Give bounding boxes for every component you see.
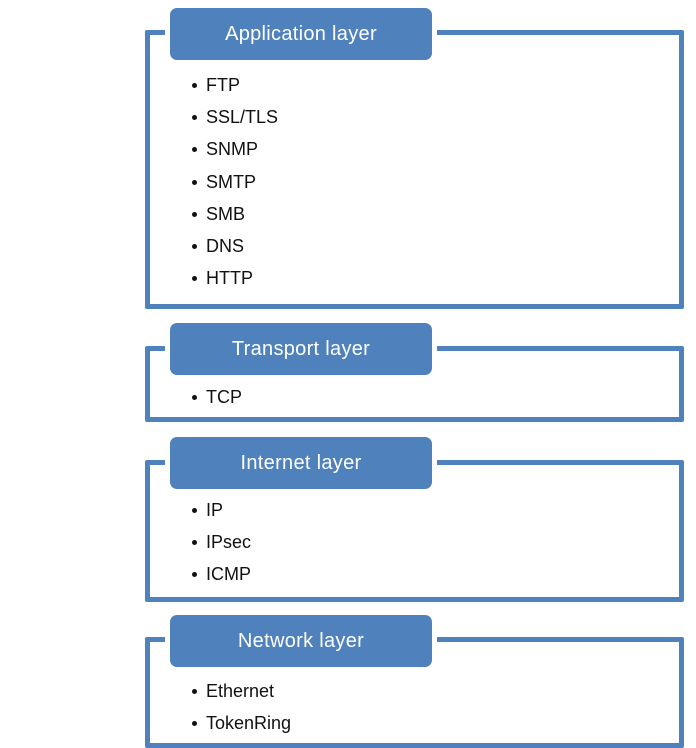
list-item: IPsec bbox=[192, 526, 251, 558]
network-layer-list: Ethernet TokenRing bbox=[192, 675, 291, 740]
list-item: SNMP bbox=[192, 134, 278, 166]
application-layer-list: FTP SSL/TLS SNMP SMTP SMB DNS HTTP bbox=[192, 69, 278, 295]
bullet-icon bbox=[192, 82, 197, 88]
list-item: SMB bbox=[192, 198, 278, 230]
bullet-icon bbox=[192, 244, 197, 250]
list-item: DNS bbox=[192, 230, 278, 262]
bullet-icon bbox=[192, 720, 197, 726]
bullet-icon bbox=[192, 507, 197, 513]
list-item: ICMP bbox=[192, 559, 251, 591]
list-item: SMTP bbox=[192, 166, 278, 198]
list-item: TokenRing bbox=[192, 707, 291, 739]
network-layer-title: Network layer bbox=[237, 629, 365, 652]
list-item: FTP bbox=[192, 69, 278, 101]
bullet-icon bbox=[192, 179, 197, 185]
list-item: HTTP bbox=[192, 263, 278, 295]
network-layer-header: Network layer bbox=[170, 615, 432, 667]
list-item: Ethernet bbox=[192, 675, 291, 707]
application-layer-header: Application layer bbox=[170, 8, 432, 60]
bullet-icon bbox=[192, 276, 197, 282]
list-item: SSL/TLS bbox=[192, 101, 278, 133]
bullet-icon bbox=[192, 539, 197, 545]
bullet-icon bbox=[192, 147, 197, 153]
bullet-icon bbox=[192, 114, 197, 120]
list-item: IP bbox=[192, 494, 251, 526]
internet-layer-header: Internet layer bbox=[170, 437, 432, 489]
internet-layer-list: IP IPsec ICMP bbox=[192, 494, 251, 591]
list-item: TCP bbox=[192, 381, 242, 413]
transport-layer-header: Transport layer bbox=[170, 323, 432, 375]
internet-layer-title: Internet layer bbox=[240, 451, 362, 474]
application-layer-title: Application layer bbox=[225, 22, 377, 45]
bullet-icon bbox=[192, 394, 197, 400]
transport-layer-title: Transport layer bbox=[231, 337, 371, 360]
transport-layer-list: TCP bbox=[192, 381, 242, 413]
bullet-icon bbox=[192, 572, 197, 578]
bullet-icon bbox=[192, 211, 197, 217]
bullet-icon bbox=[192, 688, 197, 694]
